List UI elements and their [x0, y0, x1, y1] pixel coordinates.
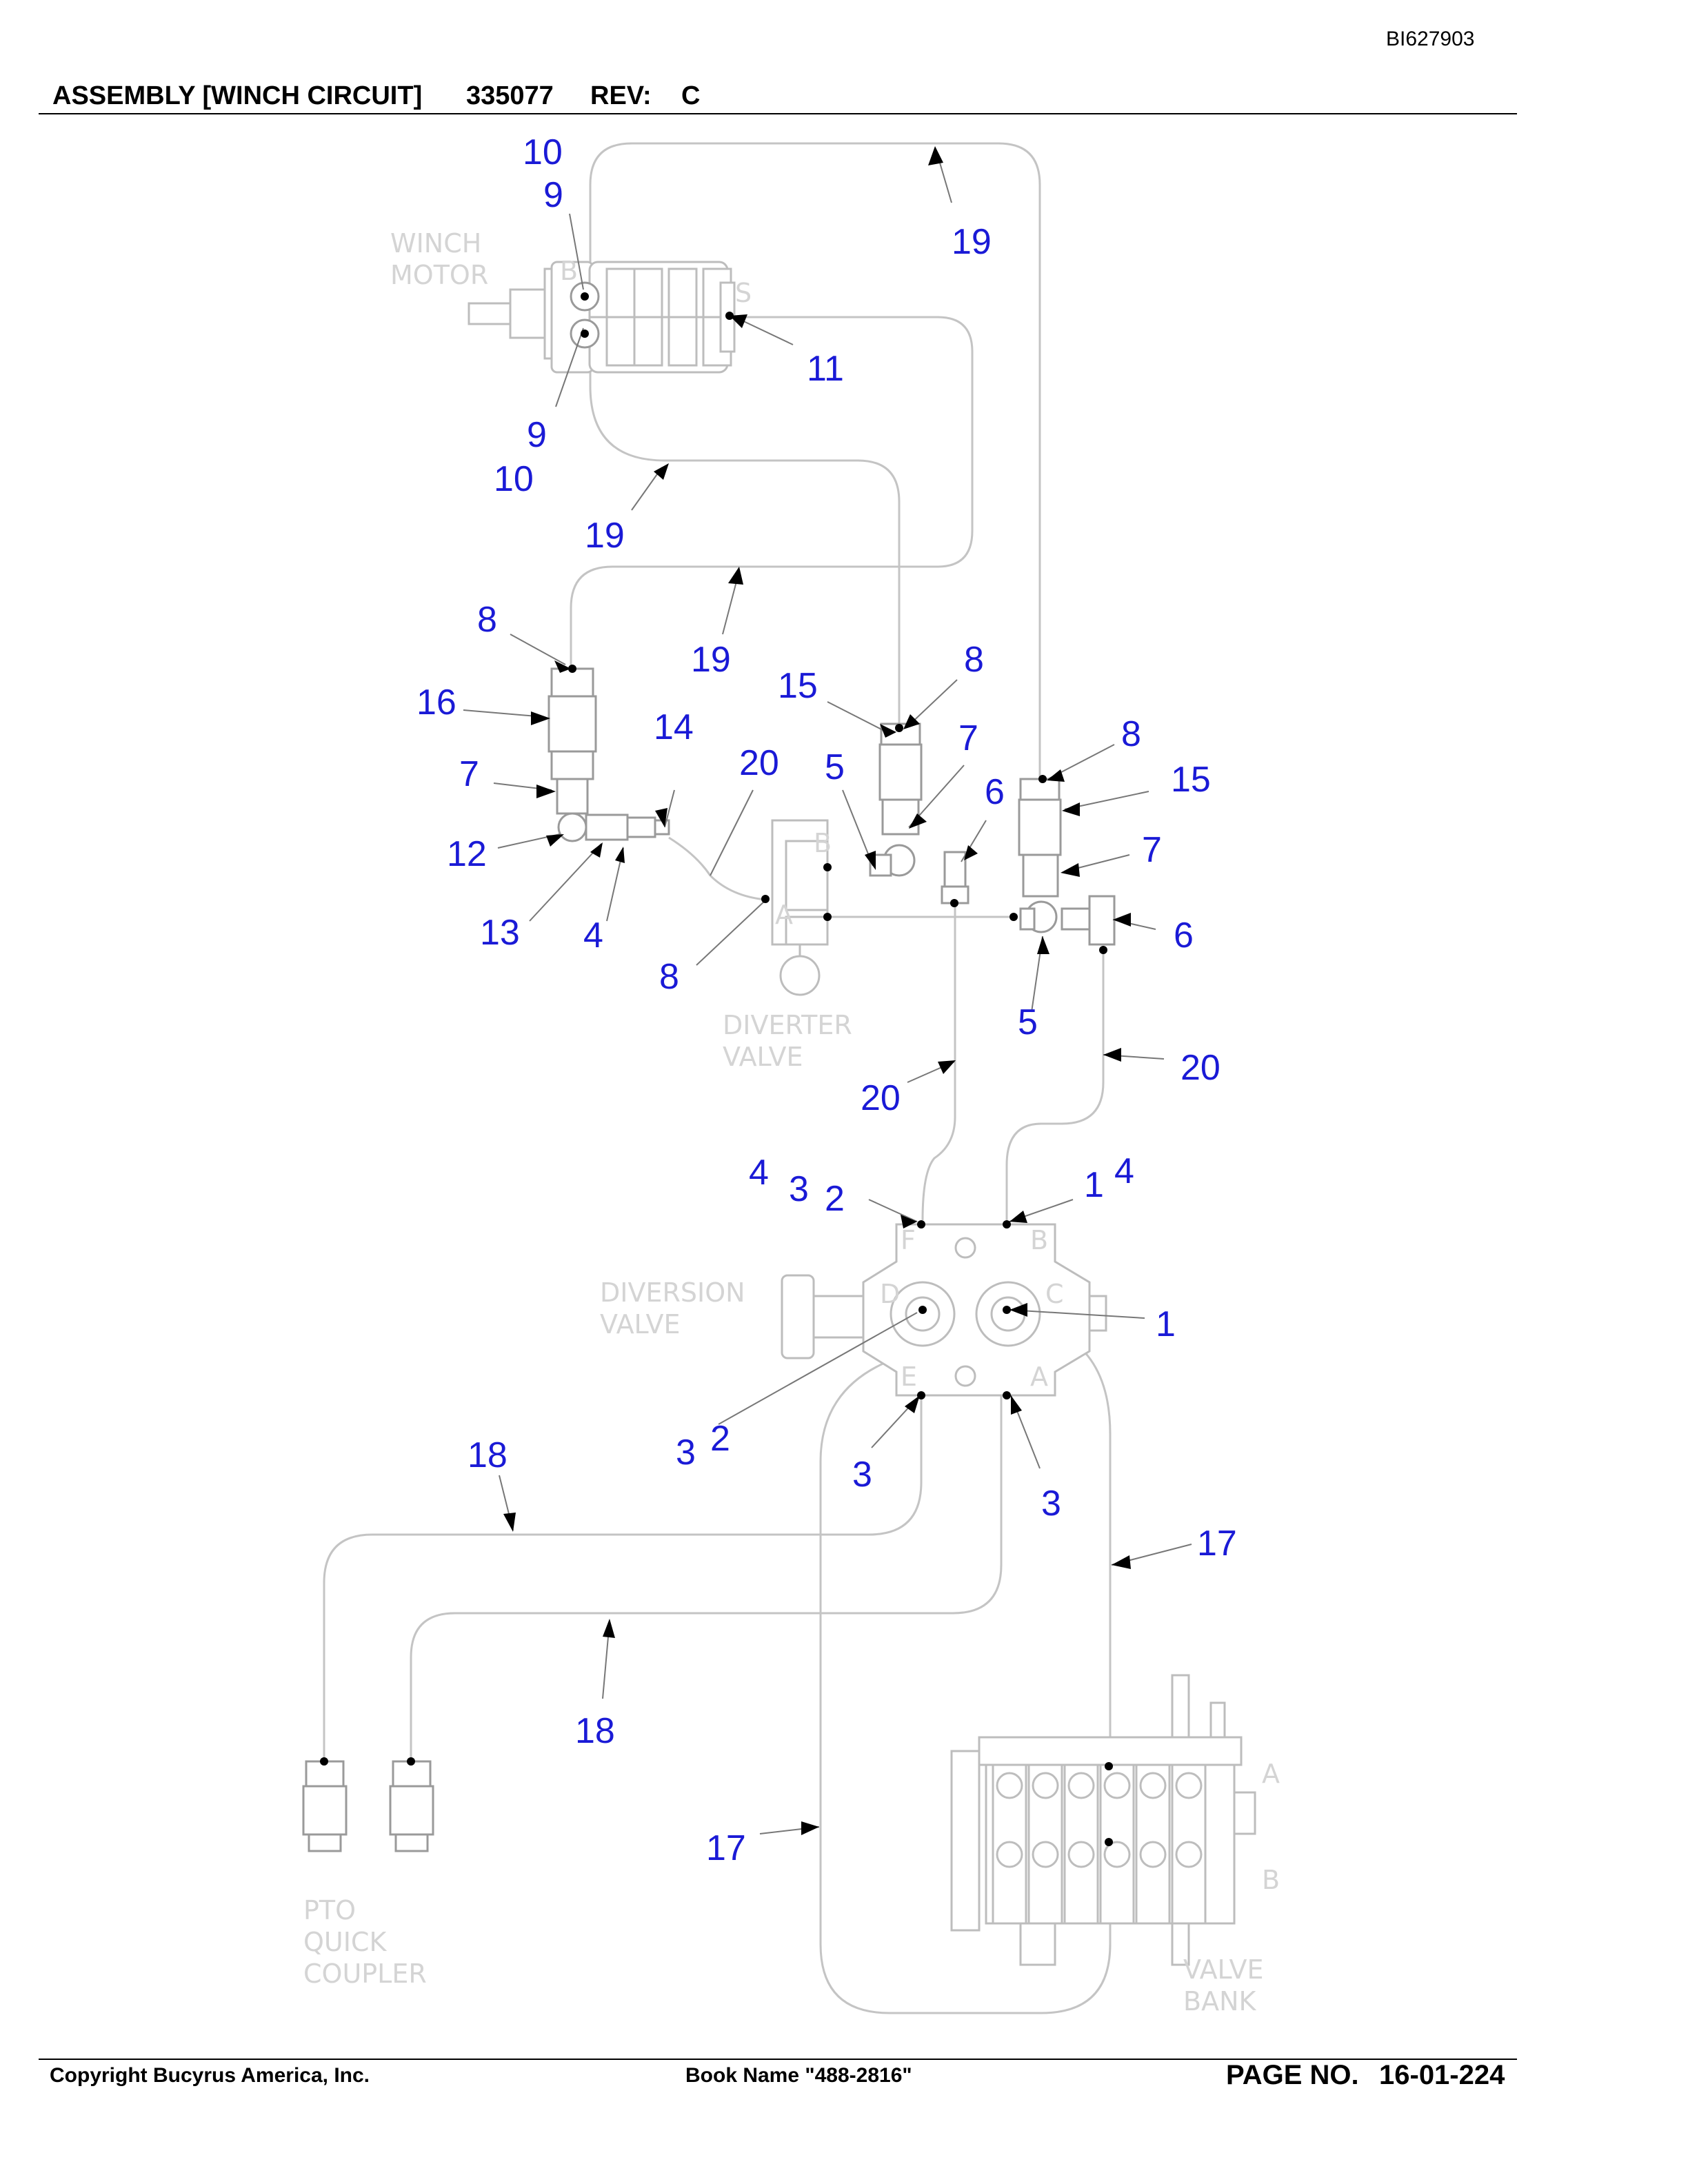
- callout: 19: [952, 222, 992, 262]
- callout: 10: [494, 459, 534, 499]
- part-number: 335077: [466, 81, 554, 110]
- callout: 2: [710, 1419, 730, 1459]
- winch-label-line1: WINCH: [390, 228, 481, 259]
- callout: 8: [477, 600, 497, 640]
- valve-bank-port-b: B: [1262, 1865, 1280, 1895]
- right-fitting-stack: [1018, 778, 1116, 946]
- callout: 20: [739, 743, 779, 783]
- valve-bank: [950, 1674, 1256, 1966]
- callout: 4: [1114, 1151, 1134, 1191]
- diverter-label-line1: DIVERTER: [723, 1010, 852, 1040]
- callout: 9: [543, 175, 563, 215]
- diversion-valve: F B D C E A: [781, 1223, 1107, 1397]
- diversion-port-a: A: [1030, 1362, 1048, 1392]
- callout: 15: [1171, 760, 1211, 800]
- document-id: BI627903: [1386, 28, 1475, 50]
- callout: 3: [852, 1455, 872, 1495]
- callout: 8: [1121, 714, 1141, 754]
- callout: 7: [459, 754, 479, 794]
- callout: 14: [654, 707, 694, 747]
- callout: 19: [691, 640, 731, 680]
- callout: 20: [1180, 1048, 1220, 1088]
- center-fitting-stack: [869, 722, 969, 904]
- page-number: 16-01-224: [1379, 2060, 1505, 2090]
- callout: 7: [958, 718, 978, 758]
- pto-label-line3: COUPLER: [303, 1959, 427, 1989]
- diversion-port-c: C: [1045, 1279, 1064, 1309]
- callout: 6: [985, 772, 1005, 812]
- diversion-port-f: F: [901, 1225, 916, 1255]
- callout: 16: [416, 682, 456, 722]
- diversion-port-d: D: [880, 1279, 900, 1309]
- callout: 17: [706, 1828, 746, 1868]
- callout: 9: [527, 415, 547, 455]
- diversion-label-line1: DIVERSION: [600, 1277, 745, 1308]
- diversion-label-line2: VALVE: [600, 1309, 681, 1339]
- callout: 8: [964, 640, 984, 680]
- winch-motor: B S: [468, 256, 752, 374]
- pto-label-line1: PTO: [303, 1895, 356, 1925]
- diversion-port-e: E: [901, 1362, 917, 1392]
- callout: 5: [1018, 1002, 1038, 1042]
- winch-label-line2: MOTOR: [390, 260, 488, 290]
- callout: 18: [468, 1435, 508, 1475]
- assembly-title: ASSEMBLY [WINCH CIRCUIT]: [52, 81, 423, 110]
- svg-text:A: A: [775, 900, 793, 930]
- svg-text:B: B: [814, 828, 832, 858]
- hose-lines: [323, 142, 1112, 2014]
- page-label: PAGE NO.: [1226, 2060, 1359, 2090]
- copyright: Copyright Bucyrus America, Inc.: [50, 2064, 370, 2087]
- book-name: Book Name "488-2816": [685, 2064, 912, 2087]
- callout: 18: [575, 1711, 615, 1751]
- callout: 3: [676, 1433, 696, 1473]
- diverter-valve: A B: [771, 819, 832, 996]
- pto-quick-coupler: [302, 1760, 434, 1852]
- callout: 15: [778, 666, 818, 706]
- header-rule: [39, 113, 1517, 114]
- callout: 12: [447, 834, 487, 874]
- callout-numbers: 10 9 19 11 9 10 19 19 8 16 14 20 15 5 8 …: [416, 132, 1237, 1868]
- callout: 4: [583, 916, 603, 956]
- valve-bank-label-line2: BANK: [1183, 1986, 1256, 2016]
- diverter-label-line2: VALVE: [723, 1042, 803, 1072]
- callout: 17: [1197, 1524, 1237, 1564]
- callout: 1: [1084, 1165, 1104, 1205]
- svg-text:S: S: [735, 278, 752, 308]
- callout: 19: [585, 516, 625, 556]
- rev-label: REV:: [590, 81, 652, 110]
- callout: 8: [659, 957, 679, 997]
- callout: 1: [1156, 1304, 1176, 1344]
- leader-lines: [463, 155, 1192, 1834]
- connection-dots: [320, 292, 1113, 1846]
- callout: 3: [789, 1169, 809, 1209]
- valve-bank-label-line1: VALVE: [1183, 1954, 1264, 1985]
- callout: 3: [1041, 1484, 1061, 1524]
- valve-bank-port-a: A: [1262, 1759, 1280, 1789]
- left-fitting-stack: [547, 667, 670, 842]
- callout: 5: [825, 747, 845, 787]
- callout: 2: [825, 1179, 845, 1219]
- diversion-port-b: B: [1030, 1225, 1048, 1255]
- callout: 6: [1174, 916, 1194, 956]
- pto-label-line2: QUICK: [303, 1927, 387, 1957]
- callout: 7: [1142, 830, 1162, 870]
- rev-value: C: [681, 81, 701, 110]
- arrowheads: [503, 146, 1131, 1835]
- svg-text:B: B: [560, 256, 578, 286]
- callout: 11: [807, 349, 844, 389]
- callout: 10: [523, 132, 563, 172]
- callout: 20: [861, 1078, 901, 1118]
- footer-rule: [39, 2059, 1517, 2060]
- callout: 13: [480, 913, 520, 953]
- callout: 4: [749, 1153, 769, 1193]
